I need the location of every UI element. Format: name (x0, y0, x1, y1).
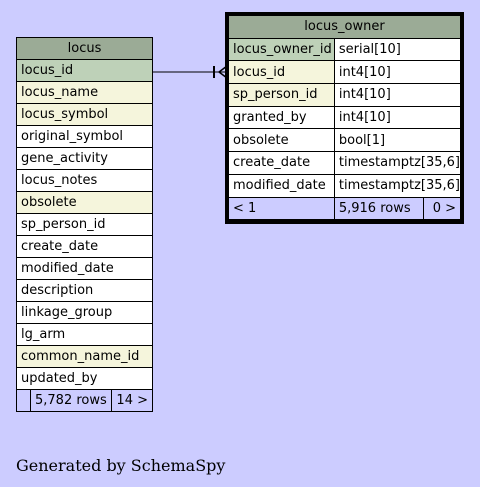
column-type[interactable]: timestamptz[35,6] (333, 173, 462, 198)
column-type[interactable]: serial[10] (333, 37, 462, 62)
column-name[interactable]: create_date (228, 151, 335, 175)
column-row[interactable]: locus_symbol (16, 103, 153, 126)
column-row[interactable]: original_symbol (16, 125, 153, 148)
column-name[interactable]: locus_id (228, 60, 335, 85)
column-name[interactable]: gene_activity (16, 147, 153, 170)
column-type[interactable]: int4[10] (333, 60, 462, 85)
column-name[interactable]: common_name_id (16, 345, 153, 368)
column-row[interactable]: linkage_group (16, 301, 153, 324)
column-name[interactable]: locus_symbol (16, 103, 153, 126)
column-row[interactable]: locus_name (16, 81, 153, 104)
generator-caption: Generated by SchemaSpy (16, 456, 226, 475)
column-name[interactable]: locus_notes (16, 169, 153, 192)
column-type[interactable]: int4[10] (333, 105, 462, 130)
column-name[interactable]: locus_owner_id (228, 37, 335, 62)
row-count[interactable]: 5,916 rows (333, 196, 424, 221)
column-row[interactable]: create_date (16, 235, 153, 258)
column-name[interactable]: modified_date (16, 257, 153, 280)
column-row[interactable]: locus_notes (16, 169, 153, 192)
column-name[interactable]: modified_date (228, 173, 335, 198)
column-name[interactable]: granted_by (228, 105, 335, 130)
column-name[interactable]: create_date (16, 235, 153, 258)
column-name[interactable]: locus_name (16, 81, 153, 104)
column-type[interactable]: int4[10] (333, 83, 462, 107)
table-title[interactable]: locus_owner (228, 15, 461, 39)
fk-crowfoot-marker (217, 65, 228, 79)
column-row[interactable]: obsolete (16, 191, 153, 214)
column-name[interactable]: locus_id (16, 59, 153, 82)
column-row[interactable]: lg_arm (16, 323, 153, 346)
column-name[interactable]: sp_person_id (228, 83, 335, 107)
column-type[interactable]: bool[1] (333, 128, 462, 153)
column-row[interactable]: sp_person_id (16, 213, 153, 236)
parent-count[interactable]: < 1 (228, 196, 335, 221)
column-name[interactable]: updated_by (16, 367, 153, 390)
column-name[interactable]: obsolete (228, 128, 335, 153)
column-name[interactable]: sp_person_id (16, 213, 153, 236)
column-name[interactable]: lg_arm (16, 323, 153, 346)
column-name[interactable]: obsolete (16, 191, 153, 214)
table-title[interactable]: locus (16, 37, 153, 60)
child-count[interactable]: 0 > (422, 196, 462, 221)
child-count[interactable]: 14 > (111, 389, 153, 412)
row-count[interactable]: 5,782 rows (29, 389, 113, 412)
column-row[interactable]: common_name_id (16, 345, 153, 368)
column-row[interactable]: gene_activity (16, 147, 153, 170)
column-type[interactable]: timestamptz[35,6] (333, 151, 462, 175)
parent-count[interactable] (16, 389, 31, 412)
column-name[interactable]: linkage_group (16, 301, 153, 324)
column-row[interactable]: updated_by (16, 367, 153, 390)
column-row[interactable]: modified_date (16, 257, 153, 280)
column-name[interactable]: description (16, 279, 153, 302)
column-row[interactable]: locus_id (16, 59, 153, 82)
column-name[interactable]: original_symbol (16, 125, 153, 148)
column-row[interactable]: description (16, 279, 153, 302)
